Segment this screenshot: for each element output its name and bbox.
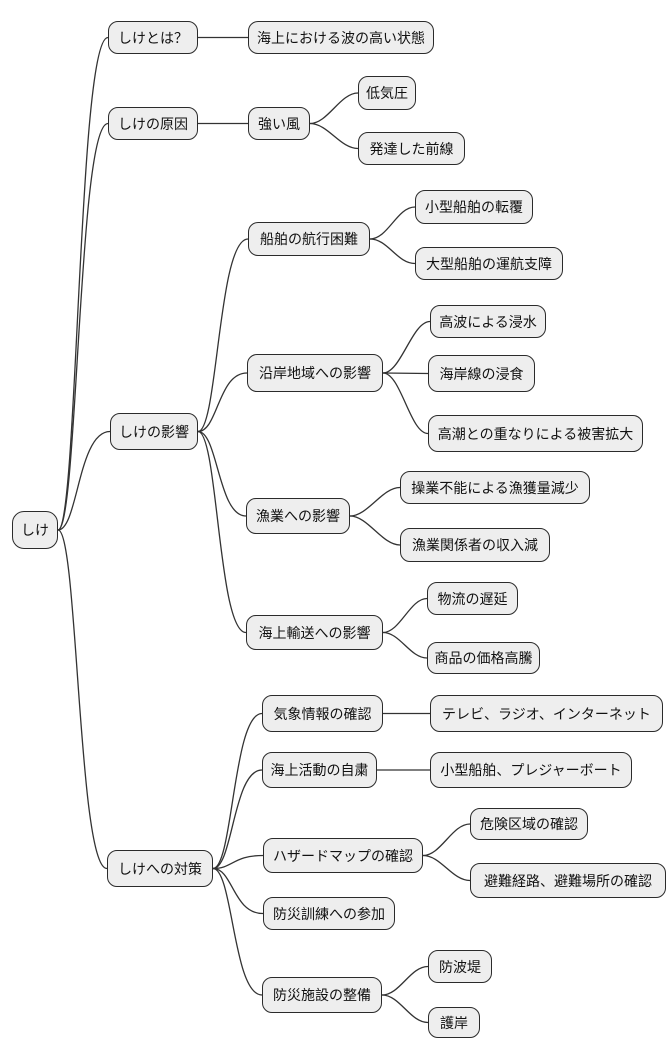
mindmap-node-storm-surge-damage: 高潮との重なりによる被害拡大 <box>428 415 643 452</box>
mindmap-node-tv-radio-internet: テレビ、ラジオ、インターネット <box>430 695 663 732</box>
mindmap-node-price-surge: 商品の価格高騰 <box>427 642 540 674</box>
mindmap-node-low-pressure: 低気圧 <box>358 76 416 110</box>
mindmap-node-strong-wind: 強い風 <box>248 107 310 140</box>
link-effects-to-ship <box>197 238 249 433</box>
link-facility-to-breakwater <box>381 965 429 996</box>
mindmap-node-large-vessel-disruption: 大型船舶の運航支障 <box>415 247 563 280</box>
link-countermeasures-to-facility <box>212 867 263 996</box>
link-root-to-countermeasures <box>57 529 108 870</box>
link-effects-to-transport <box>197 430 247 634</box>
link-transport-to-price <box>382 631 428 659</box>
mindmap-node-marine-transport-impact: 海上輸送への影響 <box>246 615 383 650</box>
link-coastal-to-erosion <box>382 372 429 375</box>
mindmap-node-coastline-erosion: 海岸線の浸食 <box>428 355 535 392</box>
link-effects-to-fishery <box>197 430 247 517</box>
mindmap-node-logistics-delay: 物流の遅延 <box>427 582 518 615</box>
mindmap-node-what-is-shike: しけとは？ <box>108 21 198 54</box>
mindmap-node-root-shike: しけ <box>12 511 58 549</box>
mindmap-node-flooding-high-waves: 高波による浸水 <box>430 305 546 338</box>
link-effects-to-coastal <box>197 372 248 433</box>
mindmap-node-small-boats-pleasure-boats: 小型船舶、プレジャーボート <box>430 752 632 788</box>
mindmap-node-marine-activity-restraint: 海上活動の自粛 <box>262 752 377 788</box>
mindmap-node-weather-info-check: 気象情報の確認 <box>262 695 383 732</box>
mindmap-node-seawall: 護岸 <box>428 1007 480 1038</box>
link-transport-to-logistics <box>382 597 428 634</box>
link-strong-wind-to-front <box>309 122 359 150</box>
link-coastal-to-flooding <box>382 320 431 374</box>
mindmap-node-effects: しけの影響 <box>110 413 198 450</box>
mindmap-node-causes: しけの原因 <box>108 107 198 140</box>
mindmap-node-danger-zone-check: 危険区域の確認 <box>470 808 588 840</box>
link-countermeasures-to-weather-info <box>212 712 263 870</box>
link-hazard-map-to-danger-zone <box>422 823 471 857</box>
link-countermeasures-to-hazard-map <box>212 854 264 870</box>
link-fishery-to-catch <box>349 486 401 517</box>
link-root-to-what <box>57 36 109 531</box>
link-strong-wind-to-low-pressure <box>309 92 359 125</box>
mindmap-node-fishery-impact: 漁業への影響 <box>246 498 350 534</box>
link-hazard-map-to-evacuation <box>422 854 471 882</box>
link-fishery-to-income <box>349 515 401 546</box>
link-root-to-causes <box>57 122 109 531</box>
mindmap-node-evacuation-route-check: 避難経路、避難場所の確認 <box>470 863 666 898</box>
mindmap-node-breakwater: 防波堤 <box>428 950 492 983</box>
mindmap-node-hazard-map-check: ハザードマップの確認 <box>263 838 423 873</box>
link-countermeasures-to-drill <box>212 867 264 915</box>
mindmap-node-coastal-area-impact: 沿岸地域への影響 <box>247 354 383 392</box>
mindmap-node-small-vessel-capsizing: 小型船舶の転覆 <box>415 190 533 224</box>
mindmap-node-income-decrease: 漁業関係者の収入減 <box>400 528 550 562</box>
link-countermeasures-to-restraint <box>212 769 263 870</box>
link-ship-to-large-vessel <box>369 238 416 265</box>
mindmap-node-developed-front: 発達した前線 <box>358 132 465 165</box>
link-ship-to-small-vessel <box>369 206 416 240</box>
link-root-to-effects <box>57 430 111 531</box>
link-facility-to-seawall <box>381 994 429 1024</box>
mindmap-node-definition-high-waves: 海上における波の高い状態 <box>248 21 434 54</box>
mindmap-node-countermeasures: しけへの対策 <box>107 850 213 887</box>
mindmap-node-disaster-drill-participation: 防災訓練への参加 <box>263 897 395 930</box>
link-coastal-to-surge <box>382 372 429 435</box>
mindmap-node-ship-navigation-difficulty: 船舶の航行困難 <box>248 222 370 256</box>
mindmap-node-disaster-facility-development: 防災施設の整備 <box>262 977 382 1013</box>
mindmap-node-catch-decrease: 操業不能による漁獲量減少 <box>400 471 590 504</box>
